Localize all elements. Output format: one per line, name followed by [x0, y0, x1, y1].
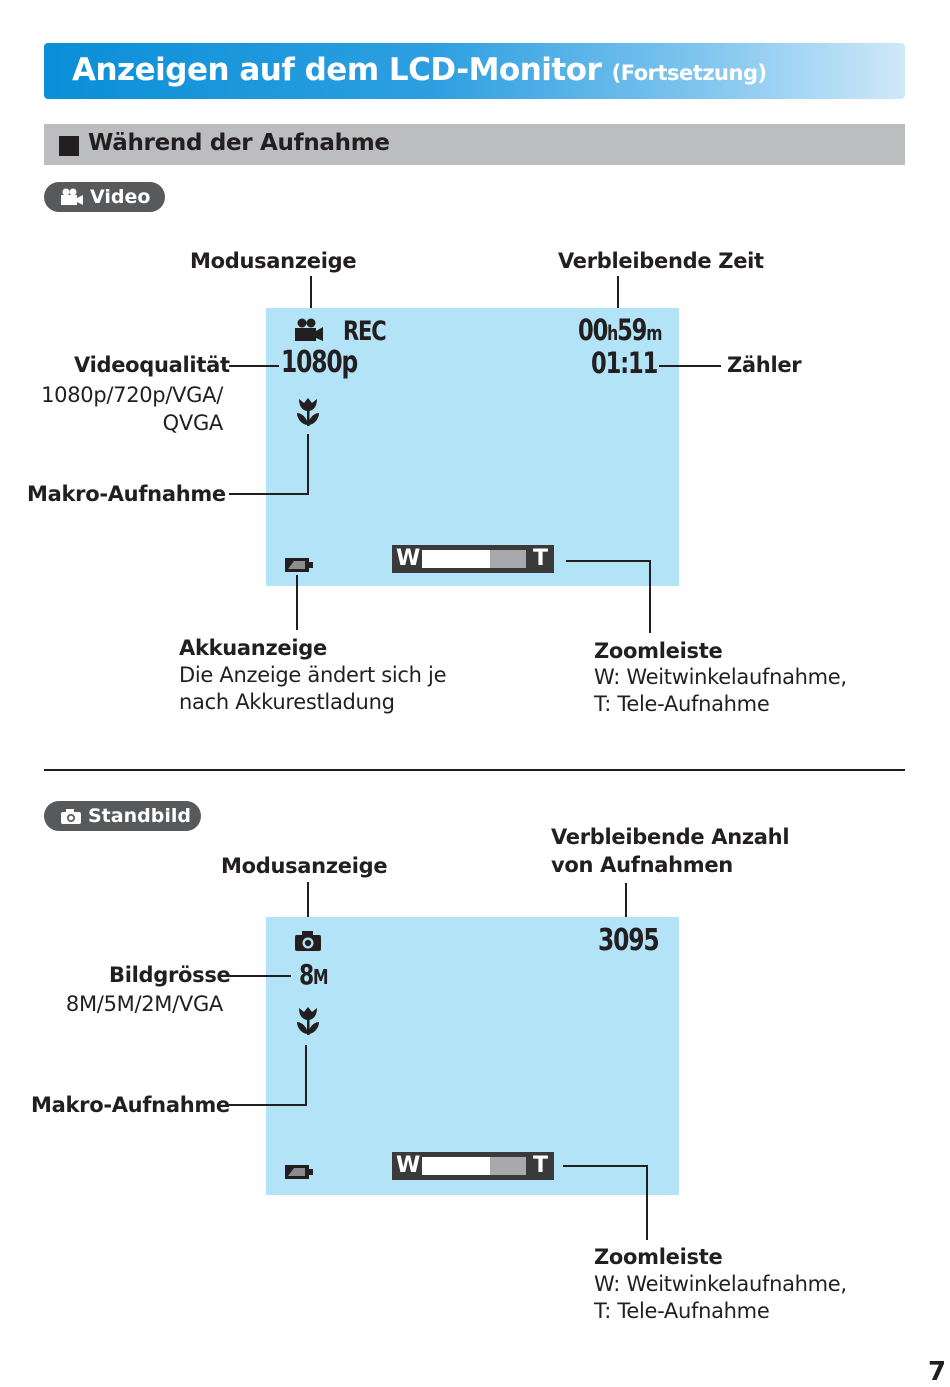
leader-line [307, 882, 309, 924]
page-number: 7 [928, 1357, 947, 1387]
label-remaining-count-1: Verbleibende Anzahl [551, 825, 790, 849]
image-size-unit: M [313, 965, 329, 989]
leader-line [229, 1104, 307, 1106]
leader-line [229, 365, 279, 367]
zoom-tele-label: T [532, 1153, 548, 1178]
title-subtitle: (Fortsetzung) [611, 61, 767, 85]
zoom-wide-label: W [396, 1153, 421, 1178]
page-title: Anzeigen auf dem LCD-Monitor (Fortsetzun… [72, 52, 767, 88]
movie-camera-icon [61, 188, 83, 205]
macro-tulip-icon [297, 1007, 319, 1035]
leader-line [659, 365, 721, 367]
label-videoqualitaet-options: 1080p/720p/VGA/ [41, 383, 223, 407]
label-remaining-count-2: von Aufnahmen [551, 853, 733, 877]
section-title: Während der Aufnahme [88, 130, 390, 156]
label-zoom-photo-desc-2: T: Tele-Aufnahme [594, 1299, 770, 1323]
lcd-screen-photo [266, 917, 679, 1195]
leader-line [296, 575, 298, 630]
lcd-screen-video [266, 308, 679, 586]
label-videoqualitaet: Videoqualität [74, 353, 230, 377]
photo-mode-label: Standbild [88, 805, 191, 827]
label-makro-photo: Makro-Aufnahme [31, 1093, 230, 1117]
zoom-fill [422, 1157, 490, 1175]
time-minutes: 59 [617, 313, 647, 347]
leader-line [305, 1045, 307, 1106]
remaining-time: 00h59m [578, 313, 663, 347]
label-makro: Makro-Aufnahme [27, 482, 226, 506]
battery-icon [285, 1165, 313, 1179]
leader-line [310, 276, 312, 318]
counter-value: 01:11 [591, 346, 658, 380]
zoom-fill [422, 550, 490, 568]
section-header-bar [44, 124, 905, 165]
zoom-bar: W T [392, 545, 554, 573]
title-bar [44, 43, 905, 99]
image-size-number: 8 [299, 958, 314, 991]
section-divider [44, 769, 905, 771]
leader-line [307, 434, 309, 495]
label-verbleibende-zeit: Verbleibende Zeit [558, 249, 764, 273]
movie-camera-icon [295, 318, 323, 341]
label-bildgroesse-options: 8M/5M/2M/VGA [65, 992, 223, 1016]
zoom-tele-label: T [532, 546, 548, 571]
rec-indicator: REC [343, 316, 387, 347]
camera-icon [295, 931, 321, 951]
leader-line [625, 883, 627, 925]
leader-line [646, 1165, 648, 1240]
leader-line [566, 560, 651, 562]
label-videoqualitaet-options-2: QVGA [162, 411, 224, 435]
section-bullet-square [59, 136, 79, 156]
zoom-bar: W T [392, 1152, 554, 1180]
video-mode-pill: Video [44, 182, 165, 212]
leader-line [229, 975, 291, 977]
label-modusanzeige: Modusanzeige [190, 249, 357, 273]
time-hours-unit: h [607, 321, 618, 345]
leader-line [563, 1165, 648, 1167]
label-zaehler: Zähler [727, 353, 802, 377]
label-zoom-desc-1: W: Weitwinkelaufnahme, [594, 665, 847, 689]
zoom-track [422, 1157, 526, 1175]
label-modusanzeige-photo: Modusanzeige [221, 854, 388, 878]
macro-tulip-icon [297, 398, 319, 426]
leader-line [649, 560, 651, 633]
image-size-value: 8M [299, 958, 329, 991]
label-zoom-photo-desc-1: W: Weitwinkelaufnahme, [594, 1272, 847, 1296]
video-mode-label: Video [90, 186, 151, 208]
title-text: Anzeigen auf dem LCD-Monitor [72, 52, 602, 88]
camera-icon [61, 808, 81, 824]
label-zoom-desc-2: T: Tele-Aufnahme [594, 692, 770, 716]
label-bildgroesse: Bildgrösse [109, 963, 231, 987]
leader-line [229, 493, 309, 495]
remaining-count: 3095 [598, 923, 660, 958]
label-akku: Akkuanzeige [179, 636, 327, 660]
label-zoom: Zoomleiste [594, 639, 723, 663]
time-hours: 00 [578, 313, 608, 347]
zoom-track [422, 550, 526, 568]
label-zoom-photo: Zoomleiste [594, 1245, 723, 1269]
zoom-wide-label: W [396, 546, 421, 571]
time-minutes-unit: m [646, 321, 662, 345]
leader-line [617, 276, 619, 320]
battery-icon [285, 558, 313, 572]
photo-mode-pill: Standbild [44, 801, 201, 831]
video-quality-value: 1080p [281, 345, 358, 380]
label-akku-desc-1: Die Anzeige ändert sich je [179, 663, 447, 687]
label-akku-desc-2: nach Akkurestladung [179, 690, 395, 714]
